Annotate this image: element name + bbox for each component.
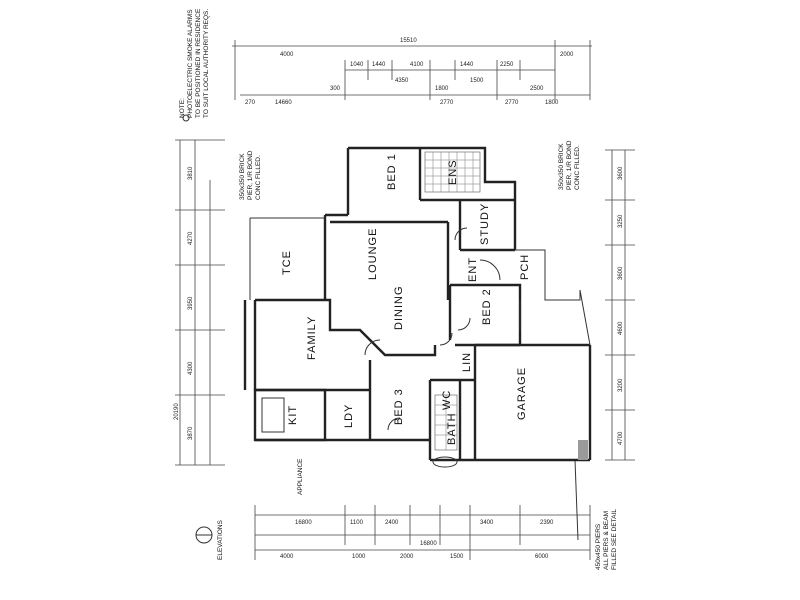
svg-text:PHOTOELECTRIC SMOKE ALARMS: PHOTOELECTRIC SMOKE ALARMS: [187, 9, 194, 118]
svg-text:CONC FILLED.: CONC FILLED.: [255, 155, 262, 200]
bath-tiles: [432, 394, 458, 468]
room-garage: GARAGE: [516, 367, 528, 420]
svg-text:270: 270: [245, 100, 256, 106]
svg-text:PIER, 1/R BOND: PIER, 1/R BOND: [247, 150, 254, 200]
svg-text:3600: 3600: [618, 266, 624, 280]
appliance-label: APPLIANCE: [297, 458, 304, 495]
house-walls: [243, 146, 592, 462]
room-labels: BED 1 ENS STUDY PCH ENT LOUNGE TCE DININ…: [281, 153, 531, 445]
svg-text:1500: 1500: [450, 554, 464, 560]
svg-text:4700: 4700: [618, 431, 624, 445]
svg-text:1100: 1100: [350, 520, 364, 526]
svg-text:1040: 1040: [350, 62, 364, 68]
svg-text:2000: 2000: [400, 554, 414, 560]
room-kit: KIT: [287, 405, 299, 425]
svg-text:2390: 2390: [540, 520, 554, 526]
svg-text:3600: 3600: [618, 166, 624, 180]
svg-text:3870: 3870: [188, 426, 194, 440]
svg-text:4000: 4000: [280, 554, 294, 560]
svg-text:4270: 4270: [188, 231, 194, 245]
smoke-alarm-note: NOTE: PHOTOELECTRIC SMOKE ALARMS TO BE P…: [179, 8, 210, 118]
svg-text:3200: 3200: [618, 378, 624, 392]
svg-text:14660: 14660: [275, 100, 292, 106]
svg-text:4000: 4000: [280, 52, 294, 58]
room-tce: TCE: [281, 250, 293, 275]
svg-text:3950: 3950: [188, 296, 194, 310]
room-bed3: BED 3: [393, 388, 405, 425]
svg-text:1800: 1800: [545, 100, 559, 106]
room-entry: ENT: [467, 257, 479, 282]
svg-text:16800: 16800: [420, 541, 437, 547]
room-bed1: BED 1: [386, 153, 398, 190]
svg-text:ALL PIERS & BEAM: ALL PIERS & BEAM: [603, 511, 610, 570]
svg-text:3400: 3400: [480, 520, 494, 526]
svg-text:ELEVATIONS: ELEVATIONS: [217, 519, 224, 560]
svg-text:4600: 4600: [618, 321, 624, 335]
svg-text:20190: 20190: [174, 403, 180, 420]
svg-text:1000: 1000: [352, 554, 366, 560]
svg-text:3250: 3250: [618, 214, 624, 228]
brick-pier-note-left: 350x350 BRICK PIER, 1/R BOND CONC FILLED…: [239, 150, 262, 200]
svg-text:FILLED SEE DETAIL: FILLED SEE DETAIL: [611, 509, 618, 570]
svg-text:1440: 1440: [460, 62, 474, 68]
svg-text:300: 300: [330, 86, 341, 92]
leader-line: [574, 459, 579, 541]
elevations-marker: ELEVATIONS: [195, 519, 224, 560]
svg-text:350x350 BRICK: 350x350 BRICK: [239, 153, 246, 200]
garage-door-marker: [578, 440, 588, 460]
room-bed2: BED 2: [481, 288, 493, 325]
room-wc: WC: [441, 390, 453, 410]
svg-text:3810: 3810: [188, 166, 194, 180]
room-study: STUDY: [479, 203, 491, 245]
svg-text:16800: 16800: [295, 520, 312, 526]
right-dimension-lines: 3600 3250 3600 4600 3200 4700: [605, 149, 635, 461]
svg-text:2250: 2250: [500, 62, 514, 68]
room-lounge: LOUNGE: [367, 228, 379, 280]
svg-text:TO BE POSITIONED IN RESIDENCE: TO BE POSITIONED IN RESIDENCE: [195, 8, 202, 118]
svg-text:2770: 2770: [440, 100, 454, 106]
svg-text:6000: 6000: [535, 554, 549, 560]
svg-text:TO SUIT LOCAL AUTHORITY REQS.: TO SUIT LOCAL AUTHORITY REQS.: [203, 9, 210, 118]
svg-text:2000: 2000: [560, 52, 574, 58]
left-dimension-lines: 20190 3810 4270 3950 4300 3870: [174, 139, 225, 466]
door-swings: [364, 227, 501, 431]
svg-text:4350: 4350: [395, 78, 409, 84]
piers-note: 450x450 PIERS ALL PIERS & BEAM FILLED SE…: [595, 509, 618, 570]
bottom-dimension-lines: 16800 16800 1100 2400 3400 2390 4000 100…: [254, 505, 591, 560]
svg-text:450x450 PIERS: 450x450 PIERS: [595, 523, 602, 570]
svg-text:NOTE:: NOTE:: [179, 98, 186, 118]
room-ldy: LDY: [343, 404, 355, 428]
svg-text:1500: 1500: [470, 78, 484, 84]
room-pch: PCH: [519, 254, 531, 280]
svg-text:2770: 2770: [505, 100, 519, 106]
svg-text:350x350 BRICK: 350x350 BRICK: [558, 143, 565, 190]
brick-pier-note-right: 350x350 BRICK PIER, 1/R BOND CONC FILLED…: [558, 140, 581, 190]
smoke-alarm-symbol-icon: [182, 114, 190, 122]
svg-text:PIER, 1/R BOND: PIER, 1/R BOND: [566, 140, 573, 190]
svg-text:1440: 1440: [372, 62, 386, 68]
top-dimension-lines: 15510 4000 1040 1440 4100 1440 2250 2000…: [232, 38, 592, 106]
svg-text:4300: 4300: [188, 361, 194, 375]
room-family: FAMILY: [306, 316, 318, 360]
room-lin: LIN: [461, 352, 473, 372]
room-ens: ENS: [447, 159, 459, 185]
top-total-dim: 15510: [400, 38, 417, 44]
svg-text:2400: 2400: [385, 520, 399, 526]
ensuite-tiles: [424, 151, 481, 193]
room-dining: DINING: [393, 286, 405, 331]
svg-text:4100: 4100: [410, 62, 424, 68]
svg-text:CONC FILLED.: CONC FILLED.: [574, 145, 581, 190]
svg-text:1800: 1800: [435, 86, 449, 92]
svg-text:2500: 2500: [530, 86, 544, 92]
room-bath: BATH: [446, 412, 458, 445]
